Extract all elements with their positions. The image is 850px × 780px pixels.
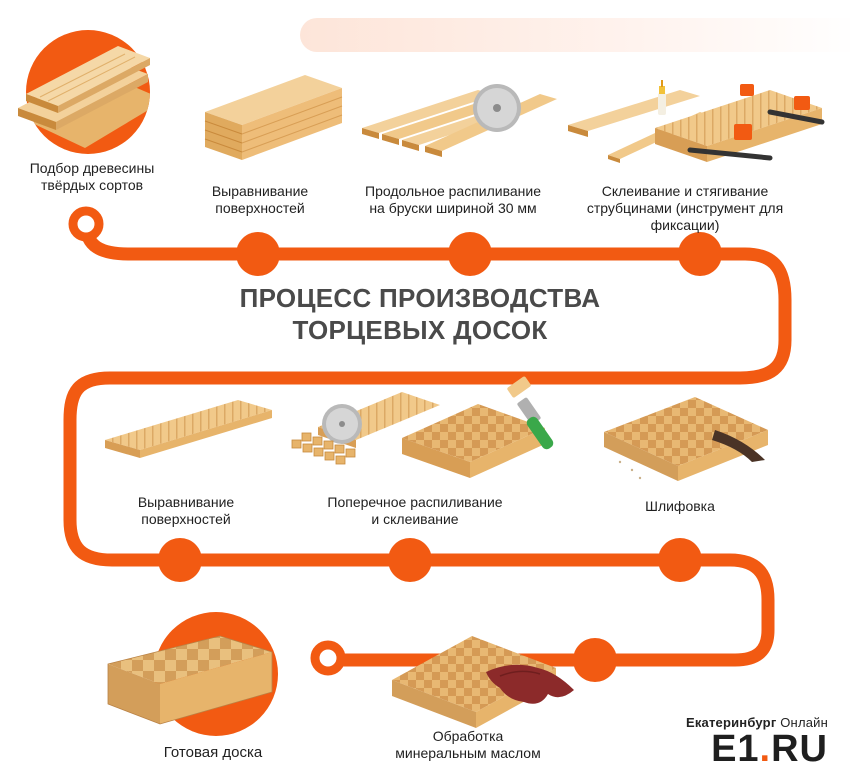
step-label-line: Продольное распиливание bbox=[365, 183, 541, 199]
step-node-7 bbox=[658, 538, 702, 582]
step-node-4 bbox=[678, 232, 722, 276]
path-start-ring bbox=[68, 206, 104, 242]
step-node-8 bbox=[573, 638, 617, 682]
step-label-rip-sawing: Продольное распиливание на бруски ширино… bbox=[348, 183, 558, 217]
step-node-2 bbox=[236, 232, 280, 276]
title-line-1: ПРОЦЕСС ПРОИЗВОДСТВА bbox=[239, 283, 601, 313]
brand-wordmark: E1.RU bbox=[686, 730, 828, 768]
step-label-line: фиксации) bbox=[650, 217, 720, 233]
oil-treatment-illustration bbox=[392, 636, 574, 728]
step-label-line: поверхностей bbox=[141, 511, 231, 527]
step-label-line: Подбор древесины bbox=[29, 160, 155, 176]
brand-logo-dot: . bbox=[759, 728, 772, 770]
step-label-line: струбцинами (инструмент для bbox=[586, 200, 784, 216]
glued-panel-illustration bbox=[105, 400, 272, 458]
step-label-line: Поперечное распиливание bbox=[327, 494, 503, 510]
brand-city: Екатеринбург bbox=[685, 715, 777, 730]
step-label-finished-board: Готовая доска bbox=[128, 744, 298, 761]
rip-sawing-illustration bbox=[362, 84, 557, 157]
brand-logo-main: E1 bbox=[711, 728, 760, 770]
hardwood-lumber-illustration bbox=[18, 30, 150, 154]
brush-icon bbox=[507, 376, 554, 450]
step-label-oil-treatment: Обработка минеральным маслом bbox=[378, 728, 558, 762]
step-label-line: Шлифовка bbox=[645, 498, 715, 514]
step-label-glue-clamp: Склеивание и стягивание струбцинами (инс… bbox=[570, 183, 800, 234]
step-label-crosscut-glue: Поперечное распиливание и склеивание bbox=[305, 494, 525, 528]
step-label-line: Выравнивание bbox=[211, 183, 309, 199]
step-label-line: на бруски шириной 30 мм bbox=[369, 200, 537, 216]
step-label-line: минеральным маслом bbox=[395, 745, 541, 761]
brand-logo-tld: RU bbox=[771, 728, 828, 770]
path-end-ring bbox=[310, 640, 346, 676]
step-node-5 bbox=[158, 538, 202, 582]
glue-clamp-illustration bbox=[568, 80, 825, 163]
step-label-planing-2: Выравнивание поверхностей bbox=[106, 494, 266, 528]
finished-board-illustration bbox=[107, 612, 278, 736]
sanding-illustration bbox=[604, 397, 768, 481]
step-label-line: Обработка bbox=[432, 728, 504, 744]
step-label-planing-1: Выравнивание поверхностей bbox=[180, 183, 340, 217]
brand-logo: Екатеринбург Онлайн E1.RU bbox=[686, 716, 828, 769]
title-line-2: ТОРЦЕВЫХ ДОСОК bbox=[292, 315, 548, 345]
step-label-sanding: Шлифовка bbox=[620, 498, 740, 515]
step-label-line: и склеивание bbox=[371, 511, 459, 527]
diagram-title: ПРОЦЕСС ПРОИЗВОДСТВА ТОРЦЕВЫХ ДОСОК bbox=[170, 282, 670, 346]
brand-online: Онлайн bbox=[780, 715, 828, 730]
step-node-3 bbox=[448, 232, 492, 276]
step-node-6 bbox=[388, 538, 432, 582]
header-decor-band bbox=[300, 18, 850, 52]
step-label-line: Готовая доска bbox=[163, 744, 263, 761]
brand-city-line: Екатеринбург Онлайн bbox=[686, 716, 828, 730]
step-label-select-hardwood: Подбор древесины твёрдых сортов bbox=[2, 160, 182, 194]
step-label-line: Выравнивание bbox=[137, 494, 235, 510]
process-path bbox=[63, 206, 792, 682]
crosscut-glue-illustration bbox=[291, 376, 554, 478]
step-label-line: Склеивание и стягивание bbox=[601, 183, 769, 199]
planed-planks-illustration bbox=[204, 75, 343, 160]
step-label-line: поверхностей bbox=[215, 200, 305, 216]
step-label-line: твёрдых сортов bbox=[40, 177, 144, 193]
